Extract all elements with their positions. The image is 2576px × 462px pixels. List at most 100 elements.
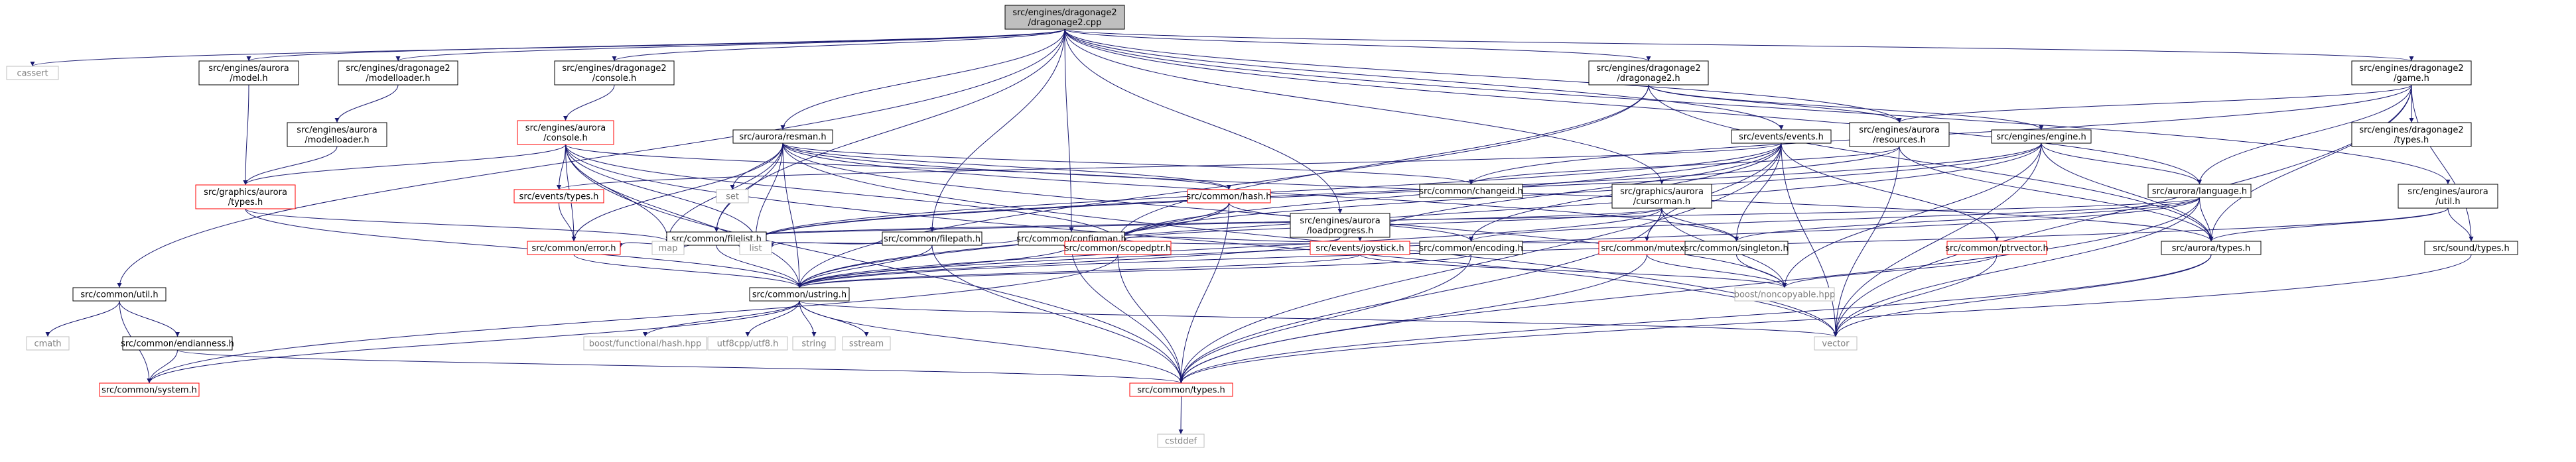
node-label: src/common/system.h xyxy=(102,386,197,396)
node-modelloader_a[interactable]: src/engines/aurora/modelloader.h xyxy=(287,122,387,147)
edge-root-to-resman xyxy=(780,29,1065,131)
node-label: src/events/types.h xyxy=(519,192,599,202)
edge-configman-to-ctypes xyxy=(1071,245,1184,384)
node-cmath: cmath xyxy=(26,336,70,351)
node-boosthash: boost/functional/hash.hpp xyxy=(583,336,707,351)
edge-etypes-to-error xyxy=(559,202,576,242)
node-label: src/common/ptrvector.h xyxy=(1945,244,2048,254)
node-console_d[interactable]: src/engines/dragonage2/console.h xyxy=(554,60,675,86)
node-label: src/common/types.h xyxy=(1137,386,1225,396)
node-label: src/aurora/resman.h xyxy=(739,133,826,143)
node-cursorman[interactable]: src/graphics/aurora/cursorman.h xyxy=(1611,184,1712,209)
node-resources[interactable]: src/engines/aurora/resources.h xyxy=(1849,122,1950,147)
node-box xyxy=(1946,241,2047,255)
node-resman[interactable]: src/aurora/resman.h xyxy=(732,129,833,144)
edge-resources-to-atypes xyxy=(1899,146,2214,242)
node-label: src/common/filelist.h xyxy=(671,235,762,245)
node-utf8: utf8cpp/utf8.h xyxy=(707,336,788,351)
node-label: src/engines/aurora xyxy=(2407,187,2488,197)
edge-gtypes-to-map xyxy=(245,208,671,242)
node-label: src/common/ustring.h xyxy=(752,290,847,300)
edge-ptrvector-to-vector xyxy=(1833,254,1998,337)
edge-ustring-to-vector xyxy=(799,300,1838,337)
node-filepath[interactable]: src/common/filepath.h xyxy=(882,231,983,246)
node-model[interactable]: src/engines/aurora/model.h xyxy=(198,60,299,86)
node-label: src/graphics/aurora xyxy=(1620,187,1704,197)
node-label: src/aurora/language.h xyxy=(2152,187,2247,197)
edge-filepath-to-ctypes xyxy=(931,245,1184,384)
node-modelloader_d[interactable]: src/engines/dragonage2/modelloader.h xyxy=(338,60,458,86)
node-box xyxy=(749,287,850,302)
node-box xyxy=(2161,241,2262,255)
node-soundtypes[interactable]: src/sound/types.h xyxy=(2424,241,2518,255)
node-label: src/engines/aurora xyxy=(525,123,606,133)
node-label: src/graphics/aurora xyxy=(204,188,287,198)
edge-root-to-events xyxy=(1064,29,1784,131)
node-cassert: cassert xyxy=(6,66,59,80)
edge-console_a-to-list xyxy=(565,144,758,242)
node-label: src/common/error.h xyxy=(531,244,616,254)
edge-dragonage2h-to-ustring xyxy=(797,84,1649,288)
node-label: /cursorman.h xyxy=(1633,197,1690,207)
edge-ctypes-to-cstddef xyxy=(1178,396,1184,435)
edge-root-to-console_d xyxy=(612,29,1065,62)
node-system[interactable]: src/common/system.h xyxy=(99,382,200,397)
node-box xyxy=(513,189,604,203)
node-mutex[interactable]: src/common/mutex.h xyxy=(1598,241,1696,255)
node-joystick[interactable]: src/events/joystick.h xyxy=(1310,241,1410,255)
node-box xyxy=(707,336,788,351)
node-label: src/engines/aurora xyxy=(208,64,289,74)
node-box xyxy=(732,129,833,144)
node-label: /console.h xyxy=(592,74,636,84)
node-noncopyable: boost/noncopyable.hpp xyxy=(1734,287,1835,302)
node-singleton[interactable]: src/common/singleton.h xyxy=(1684,241,1789,255)
node-typesd[interactable]: src/engines/dragonage2/types.h xyxy=(2351,122,2472,147)
edge-root-to-autil xyxy=(1064,29,2451,185)
node-gtypes[interactable]: src/graphics/aurora/types.h xyxy=(195,184,296,209)
node-box xyxy=(2147,184,2252,198)
node-ustring[interactable]: src/common/ustring.h xyxy=(749,287,850,302)
edge-root-to-configman xyxy=(1064,29,1074,233)
node-label: src/common/singleton.h xyxy=(1684,244,1789,254)
node-error[interactable]: src/common/error.h xyxy=(527,241,621,255)
node-box xyxy=(1004,5,1125,30)
node-scopedptr[interactable]: src/common/scopedptr.h xyxy=(1064,241,1172,255)
edge-hash-to-ustring xyxy=(797,202,1229,288)
node-changeid[interactable]: src/common/changeid.h xyxy=(1419,184,1523,198)
node-string: string xyxy=(792,336,836,351)
node-loadprogress[interactable]: src/engines/aurora/loadprogress.h xyxy=(1290,213,1390,238)
node-cutil[interactable]: src/common/util.h xyxy=(72,287,167,302)
node-engine[interactable]: src/engines/engine.h xyxy=(1991,129,2092,144)
node-map: map xyxy=(651,241,685,255)
node-console_a[interactable]: src/engines/aurora/console.h xyxy=(517,120,614,145)
edge-cursorman-to-map xyxy=(665,207,1662,242)
node-box xyxy=(1187,189,1271,203)
edge-modelloader_d-to-modelloader_a xyxy=(334,84,399,123)
node-game[interactable]: src/engines/dragonage2/game.h xyxy=(2351,60,2472,86)
node-events[interactable]: src/events/events.h xyxy=(1731,129,1832,144)
node-etypes[interactable]: src/events/types.h xyxy=(513,189,604,203)
node-hash[interactable]: src/common/hash.h xyxy=(1187,189,1272,203)
node-label: src/common/endianness.h xyxy=(121,339,234,349)
node-autil[interactable]: src/engines/aurora/util.h xyxy=(2398,184,2498,209)
node-encoding[interactable]: src/common/encoding.h xyxy=(1419,241,1523,255)
node-endianness[interactable]: src/common/endianness.h xyxy=(121,336,234,351)
node-atypes[interactable]: src/aurora/types.h xyxy=(2161,241,2262,255)
node-box xyxy=(583,336,707,351)
node-ctypes[interactable]: src/common/types.h xyxy=(1129,382,1233,397)
node-label: src/events/joystick.h xyxy=(1316,244,1404,254)
edge-hash-to-ctypes xyxy=(1179,202,1229,384)
node-label: /loadprogress.h xyxy=(1307,226,1374,236)
edge-engine-to-ustring xyxy=(797,143,2042,288)
node-language[interactable]: src/aurora/language.h xyxy=(2147,184,2252,198)
node-box xyxy=(122,336,233,351)
node-box xyxy=(2398,184,2498,209)
node-dragonage2h[interactable]: src/engines/dragonage2/dragonage2.h xyxy=(1588,60,1709,86)
node-root[interactable]: src/engines/dragonage2/dragonage2.cpp xyxy=(1004,5,1125,30)
edge-resources-to-vector xyxy=(1833,146,1900,337)
edge-root-to-cursorman xyxy=(1064,29,1664,185)
node-ptrvector[interactable]: src/common/ptrvector.h xyxy=(1945,241,2049,255)
edge-console_a-to-etypes xyxy=(557,144,566,190)
node-label: src/engines/dragonage2 xyxy=(346,64,450,74)
node-box xyxy=(1157,433,1205,448)
